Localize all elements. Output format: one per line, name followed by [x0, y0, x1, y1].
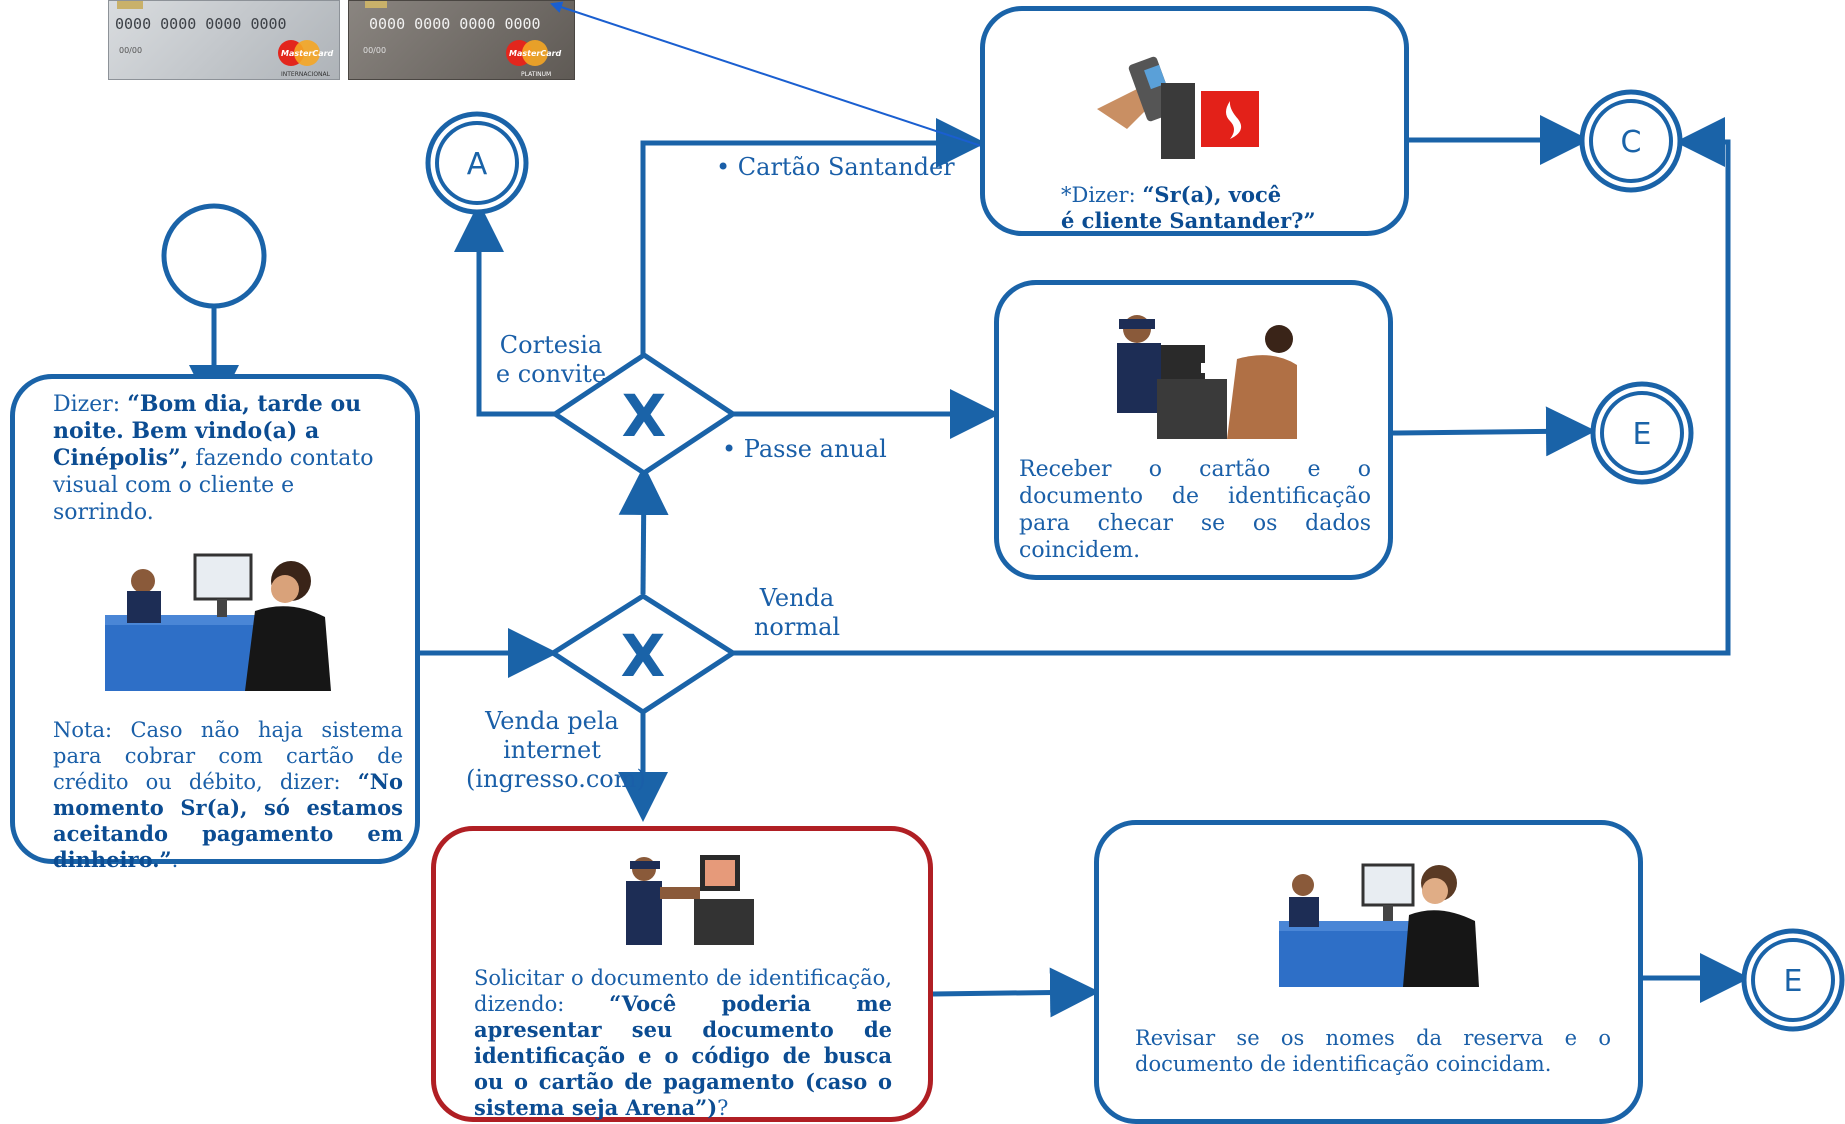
label-venda-internet: Venda pela internet (ingresso.com) [466, 707, 646, 793]
label-venda-normal: Venda normal [753, 584, 841, 641]
credit-card-platinum: 0000 0000 0000 0000 00/00 MasterCard PLA… [348, 0, 575, 80]
arrow-to-connector-a [454, 202, 555, 417]
card-valid-text-2: 00/00 [363, 46, 386, 55]
credit-card-internacional: 0000 0000 0000 0000 00/00 MasterCard INT… [108, 0, 340, 80]
mastercard-logo-text-2: MasterCard [509, 49, 562, 58]
card-number-text: 0000 0000 0000 0000 [115, 15, 287, 33]
start-event-circle [161, 203, 267, 309]
connector-a-label: A [467, 147, 488, 182]
photo-card-payment-santander [1097, 39, 1272, 159]
greeting-note: Nota: Caso não haja sistema para cobrar … [53, 718, 403, 872]
card-number-text-2: 0000 0000 0000 0000 [369, 15, 541, 33]
connector-e-bottom-label: E [1784, 964, 1803, 999]
photo-cashier-customer [105, 551, 331, 691]
label-passe-anual: • Passe anual [722, 435, 887, 463]
card-valid-text: 00/00 [119, 46, 142, 55]
mastercard-logo-text: MasterCard [281, 49, 334, 58]
gateway-top-x: X [622, 382, 667, 450]
connector-c-label: C [1621, 125, 1642, 160]
gateway-bottom-x: X [621, 622, 666, 690]
arrow-to-connector-e [1392, 406, 1596, 457]
greeting-text: Dizer: “Bom dia, tarde ou noite. Bem vin… [53, 391, 374, 525]
internet-sale-task-box: Solicitar o documento de identificação, … [431, 826, 933, 1122]
card-tier-text-2: PLATINUM [521, 71, 551, 78]
review-text: Revisar se os nomes da reserva e o docum… [1135, 1026, 1611, 1076]
arrow-to-santander [640, 118, 986, 355]
arrow-to-review-box [932, 967, 1100, 1018]
label-cartao-santander: • Cartão Santander [716, 153, 955, 181]
gateway-top: X [550, 352, 738, 476]
label-cortesia-convite: Cortesia e convite [495, 331, 607, 388]
arrow-venda-normal-to-c [733, 117, 1731, 656]
connector-a: A [425, 111, 529, 215]
card-tier-text: INTERNACIONAL [281, 71, 331, 78]
connector-e-label: E [1633, 417, 1652, 452]
photo-cashier-receiving-card [1097, 299, 1297, 439]
photo-cashier-reviewing [1279, 855, 1479, 987]
connector-e: E [1590, 381, 1694, 485]
review-task-box: Revisar se os nomes da reserva e o docum… [1094, 820, 1643, 1124]
connector-c: C [1579, 89, 1683, 193]
arrow-gateway-to-gateway [618, 465, 669, 595]
gateway-bottom: X [548, 593, 738, 715]
photo-cashier-at-screen [608, 845, 756, 945]
passe-anual-text: Receber o cartão e o documento de identi… [1019, 457, 1371, 563]
connector-e-bottom: E [1741, 928, 1845, 1032]
passe-anual-task-box: Receber o cartão e o documento de identi… [994, 280, 1393, 580]
greeting-task-box: Dizer: “Bom dia, tarde ou noite. Bem vin… [10, 374, 420, 872]
internet-sale-text: Solicitar o documento de identificação, … [474, 966, 892, 1120]
